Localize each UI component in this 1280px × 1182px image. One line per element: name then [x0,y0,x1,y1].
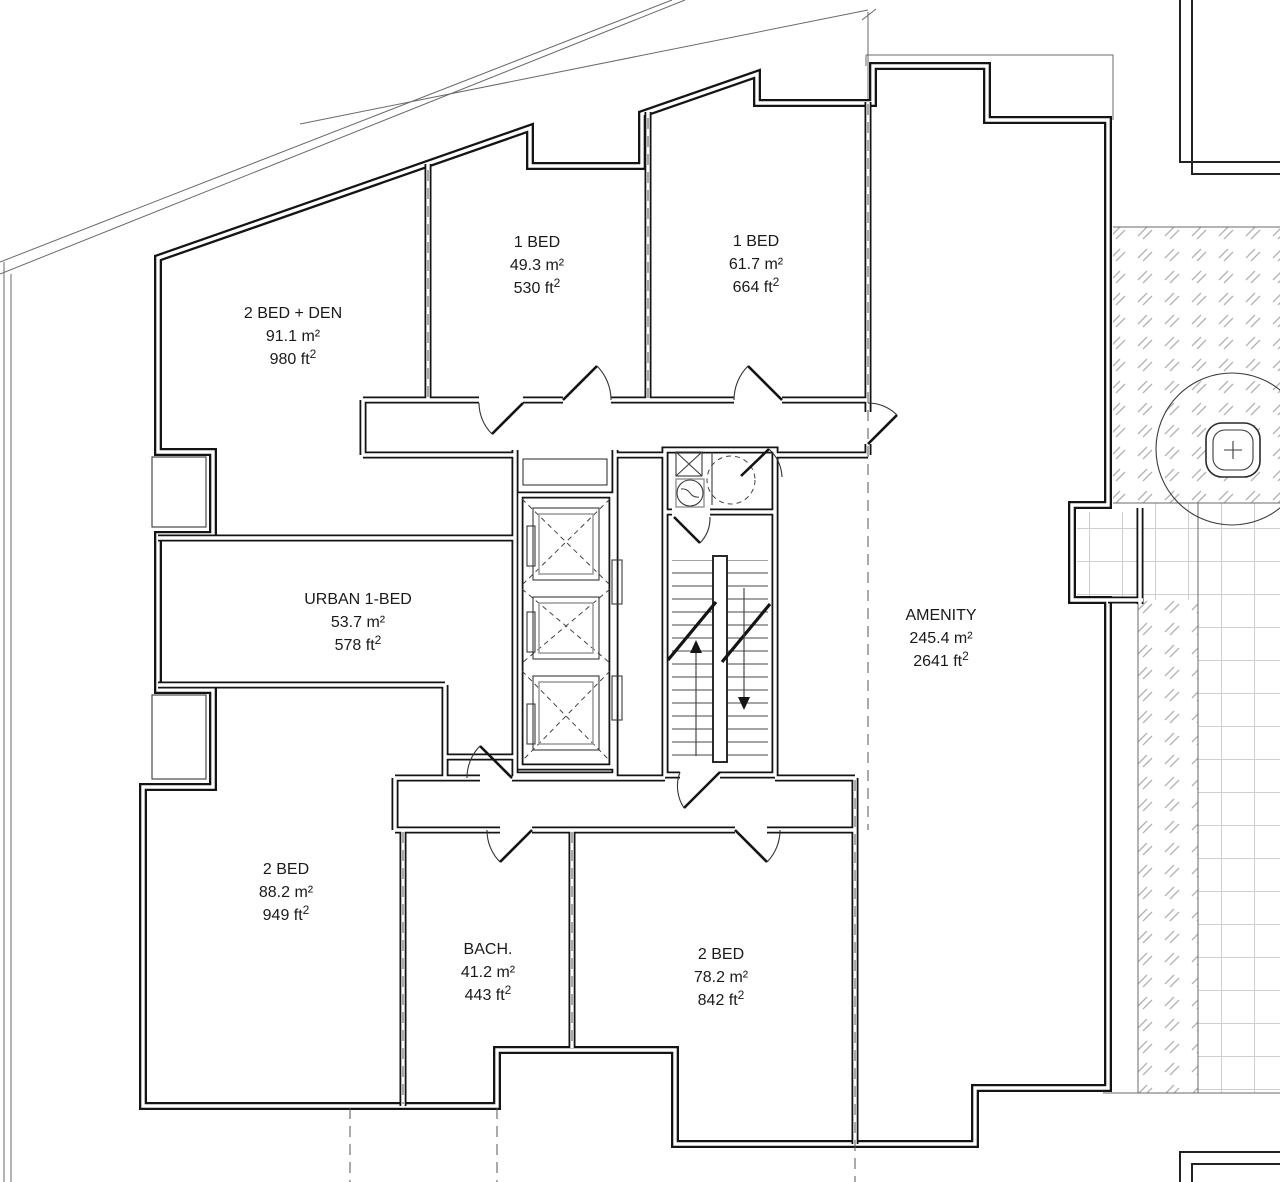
elevator-core [521,458,623,762]
elevator-shaft-x-lines [521,498,611,762]
unit-area-m2: 245.4 m² [909,630,973,647]
garbage-chute-icon [706,455,756,505]
tile-deck-area [1077,226,1280,1094]
terrace-hatch-area [1113,227,1280,1093]
elevator-cab-icon [532,507,600,581]
unit-area-m2: 49.3 m² [509,257,565,274]
door-swing [673,516,711,544]
unit-label-2-bed-b: 2 BED 78.2 m² 842 ft2 [694,943,748,1012]
unit-name: 2 BED + DEN [243,305,343,322]
door-swing [734,829,781,863]
unit-label-2-bed-den: 2 BED + DEN 91.1 m² 980 ft2 [244,302,342,371]
property-lines [0,0,1114,1182]
unit-area-ft2: 530 ft2 [513,276,561,297]
door-swing [486,829,533,863]
unit-label-2-bed-a: 2 BED 88.2 m² 949 ft2 [259,858,313,927]
door-swing [733,365,783,401]
unit-area-m2: 41.2 m² [460,964,516,981]
stair-up-arrow-icon [690,640,702,756]
unit-area-ft2: 2641 ft2 [913,649,969,670]
unit-label-amenity: AMENITY 245.4 m² 2641 ft2 [905,604,976,673]
unit-area-ft2: 664 ft2 [732,275,780,296]
vent-shaft-icon [675,451,703,477]
unit-name: 2 BED [697,946,745,963]
elevator-door-pockets [526,525,623,745]
unit-area-m2: 53.7 m² [330,614,386,631]
unit-area-m2: 91.1 m² [265,328,321,345]
unit-label-1-bed-b: 1 BED 61.7 m² 664 ft2 [729,230,783,299]
unit-area-m2: 78.2 m² [693,969,749,986]
door-swing [466,745,513,779]
unit-name: BACH. [463,941,513,958]
unit-label-urban-1-bed: URBAN 1-BED 53.7 m² 578 ft2 [304,588,412,657]
unit-name: URBAN 1-BED [304,591,412,608]
floor-drain-icon [675,478,705,508]
door-swing [676,771,721,809]
unit-area-ft2: 949 ft2 [262,903,310,924]
unit-name: 2 BED [262,861,310,878]
door-swings [466,365,898,863]
hot-tub-icon [1155,372,1280,526]
unit-label-bach: BACH. 41.2 m² 443 ft2 [461,938,515,1007]
unit-area-m2: 88.2 m² [258,884,314,901]
elevator-cab-icon [532,675,600,751]
door-swing [478,402,524,435]
elevator-cab-icon [532,596,600,660]
stairwell [666,451,772,763]
unit-name: AMENITY [905,607,977,624]
unit-area-ft2: 578 ft2 [334,633,382,654]
unit-name: 1 BED [513,234,561,251]
door-swing [867,402,898,445]
adjacent-structure-walls [1179,0,1280,1182]
unit-area-ft2: 980 ft2 [269,347,317,368]
unit-area-m2: 61.7 m² [728,256,784,273]
unit-area-ft2: 842 ft2 [697,988,745,1009]
unit-label-1-bed-a: 1 BED 49.3 m² 530 ft2 [510,231,564,300]
balcony-outlines [151,456,207,780]
unit-name: 1 BED [732,233,780,250]
stair-down-arrow-icon [738,588,750,710]
stair-treads [666,555,772,763]
projection-lines [349,104,869,1182]
door-swing [562,365,612,401]
unit-area-ft2: 443 ft2 [464,983,512,1004]
door-swing [740,448,783,478]
